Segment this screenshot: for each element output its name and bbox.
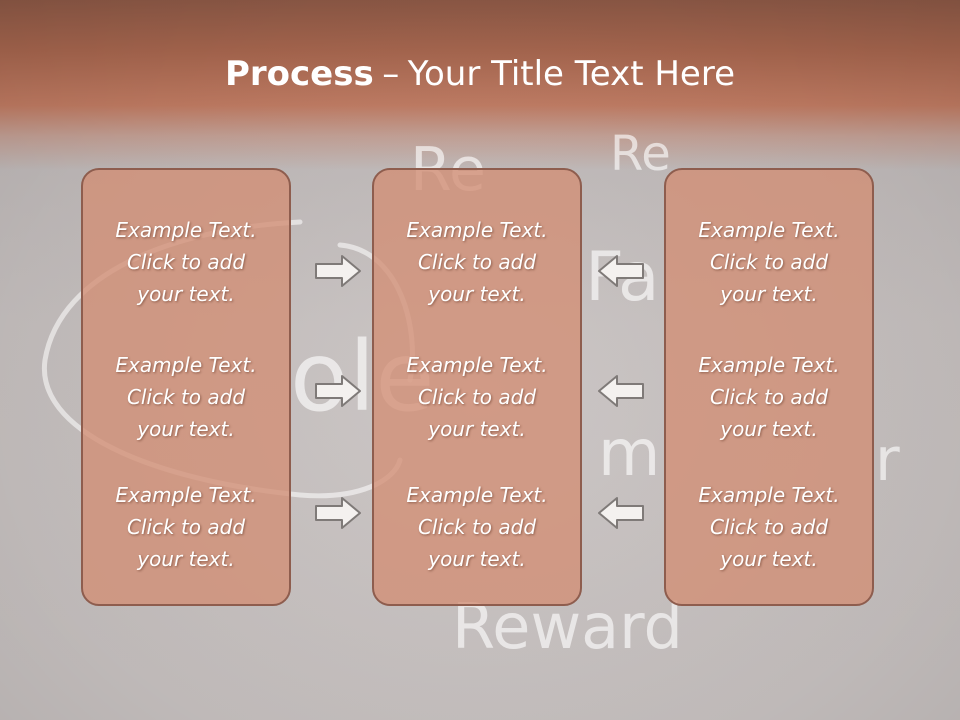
chalk-word-m: m bbox=[598, 417, 660, 491]
slide-title[interactable]: Process–Your Title Text Here bbox=[0, 52, 960, 96]
text-line: your text. bbox=[720, 282, 818, 306]
process-box-middle[interactable]: Example Text. Click to add your text. Ex… bbox=[372, 168, 582, 606]
arrow-left-icon bbox=[598, 255, 644, 287]
text-line: your text. bbox=[720, 547, 818, 571]
text-placeholder[interactable]: Example Text. Click to add your text. bbox=[666, 479, 872, 575]
text-line: Example Text. bbox=[406, 353, 548, 377]
text-line: your text. bbox=[137, 417, 235, 441]
text-line: Click to add bbox=[417, 515, 537, 539]
text-line: your text. bbox=[720, 417, 818, 441]
header-band bbox=[0, 0, 960, 170]
text-line: Click to add bbox=[126, 515, 246, 539]
title-bold: Process bbox=[224, 54, 374, 94]
arrow-right-icon bbox=[315, 497, 361, 529]
process-box-left[interactable]: Example Text. Click to add your text. Ex… bbox=[81, 168, 291, 606]
text-line: Click to add bbox=[709, 385, 829, 409]
text-placeholder[interactable]: Example Text. Click to add your text. bbox=[374, 479, 580, 575]
text-line: your text. bbox=[137, 282, 235, 306]
text-line: Click to add bbox=[417, 385, 537, 409]
text-line: your text. bbox=[428, 282, 526, 306]
text-placeholder[interactable]: Example Text. Click to add your text. bbox=[83, 479, 289, 575]
title-rest: Your Title Text Here bbox=[407, 54, 735, 94]
text-line: Example Text. bbox=[406, 218, 548, 242]
text-line: your text. bbox=[137, 547, 235, 571]
arrow-right-icon bbox=[315, 255, 361, 287]
text-line: Click to add bbox=[417, 250, 537, 274]
process-box-right[interactable]: Example Text. Click to add your text. Ex… bbox=[664, 168, 874, 606]
text-placeholder[interactable]: Example Text. Click to add your text. bbox=[666, 214, 872, 310]
text-line: Click to add bbox=[709, 515, 829, 539]
arrow-right-icon bbox=[315, 375, 361, 407]
title-dash: – bbox=[382, 54, 400, 94]
text-line: Example Text. bbox=[115, 218, 257, 242]
text-line: Example Text. bbox=[698, 353, 840, 377]
chalk-word-re-top-right: Re bbox=[610, 126, 671, 182]
text-line: Click to add bbox=[126, 250, 246, 274]
text-placeholder[interactable]: Example Text. Click to add your text. bbox=[83, 214, 289, 310]
arrow-left-icon bbox=[598, 375, 644, 407]
text-line: your text. bbox=[428, 547, 526, 571]
text-placeholder[interactable]: Example Text. Click to add your text. bbox=[374, 214, 580, 310]
text-line: Click to add bbox=[126, 385, 246, 409]
text-line: Example Text. bbox=[115, 353, 257, 377]
text-line: your text. bbox=[428, 417, 526, 441]
text-line: Example Text. bbox=[406, 483, 548, 507]
text-line: Example Text. bbox=[698, 218, 840, 242]
text-line: Example Text. bbox=[698, 483, 840, 507]
arrow-left-icon bbox=[598, 497, 644, 529]
chalk-word-r: r bbox=[875, 425, 900, 495]
text-line: Click to add bbox=[709, 250, 829, 274]
text-placeholder[interactable]: Example Text. Click to add your text. bbox=[666, 349, 872, 445]
text-placeholder[interactable]: Example Text. Click to add your text. bbox=[374, 349, 580, 445]
text-line: Example Text. bbox=[115, 483, 257, 507]
text-placeholder[interactable]: Example Text. Click to add your text. bbox=[83, 349, 289, 445]
